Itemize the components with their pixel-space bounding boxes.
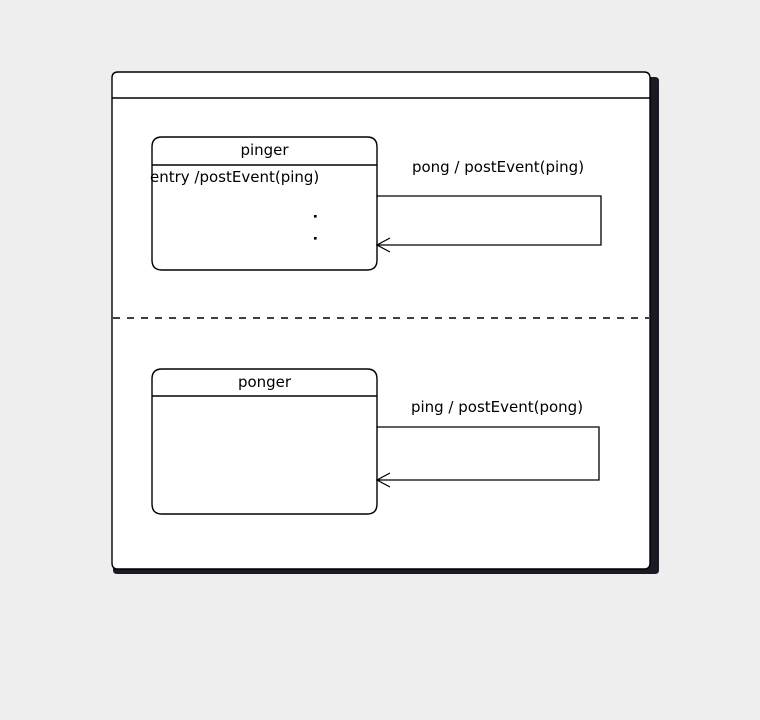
transition-pong-path[interactable] [375, 195, 602, 253]
transition-ping-arrowhead-icon [375, 472, 391, 488]
state-ponger-outline [151, 368, 378, 515]
transition-ping-label: ping / postEvent(pong) [410, 398, 584, 416]
transition-pong-label: pong / postEvent(ping) [411, 158, 585, 176]
state-pinger-outline [151, 136, 378, 271]
state-ponger-name-label: ponger [237, 373, 292, 391]
transition-pong-arrowhead-icon [375, 237, 391, 253]
state-ponger[interactable] [151, 368, 378, 515]
transition-pong-line [376, 195, 602, 246]
state-pinger[interactable] [151, 136, 378, 271]
state-pinger-ellipsis-dot-1 [314, 215, 317, 218]
state-pinger-ellipsis-dot-2 [314, 237, 317, 240]
transition-ping-line [376, 426, 600, 481]
state-pinger-name-label: pinger [240, 141, 289, 159]
transition-ping-path[interactable] [375, 426, 600, 488]
state-pinger-entry-action-label: entry /postEvent(ping) [150, 168, 320, 186]
